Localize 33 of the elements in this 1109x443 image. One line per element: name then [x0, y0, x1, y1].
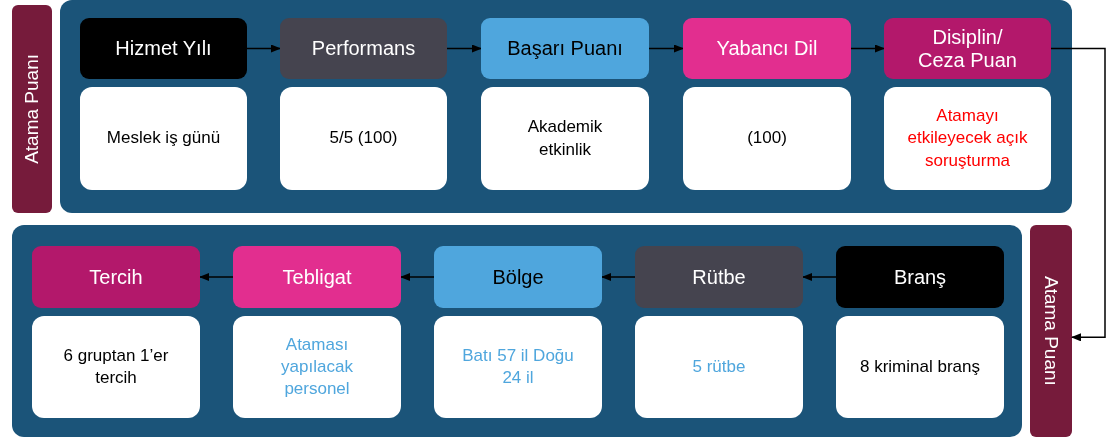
arrow: [199, 273, 234, 281]
arrow: [601, 273, 636, 281]
step-detail-card: Atamayı etkileyecek açık soruşturma: [884, 87, 1051, 190]
step-header: Branş: [836, 246, 1004, 308]
step-header: Rütbe: [635, 246, 803, 308]
arrow: [246, 44, 281, 53]
step-header: Tercih: [32, 246, 200, 308]
step-header: Performans: [280, 18, 447, 79]
step-header: Bölge: [434, 246, 602, 308]
group-panel: [12, 225, 1022, 437]
step-detail-card: Ataması yapılacak personel: [233, 316, 401, 418]
step-header: Tebligat: [233, 246, 401, 308]
step-header: Yabancı Dil: [683, 18, 851, 79]
arrow: [1050, 47, 1106, 342]
step-detail-card: 5 rütbe: [635, 316, 803, 418]
arrow: [648, 44, 684, 53]
arrow: [802, 273, 837, 281]
step-detail-card: 5/5 (100): [280, 87, 447, 190]
step-detail-card: Akademik etkinlik: [481, 87, 649, 190]
step-detail-card: (100): [683, 87, 851, 190]
step-detail-card: 8 kriminal branş: [836, 316, 1004, 418]
step-header: Disiplin/ Ceza Puan: [884, 18, 1051, 79]
side-label-band: Atama Puanı: [12, 5, 52, 213]
group-panel: [60, 0, 1072, 213]
side-label-band: Atama Puanı: [1030, 225, 1072, 437]
arrow: [400, 273, 435, 281]
arrow: [446, 44, 482, 53]
step-detail-card: Batı 57 il Doğu 24 il: [434, 316, 602, 418]
step-header: Hizmet Yılı: [80, 18, 247, 79]
step-detail-card: 6 gruptan 1’er tercih: [32, 316, 200, 418]
step-detail-card: Meslek iş günü: [80, 87, 247, 190]
step-header: Başarı Puanı: [481, 18, 649, 79]
arrow: [850, 44, 885, 53]
